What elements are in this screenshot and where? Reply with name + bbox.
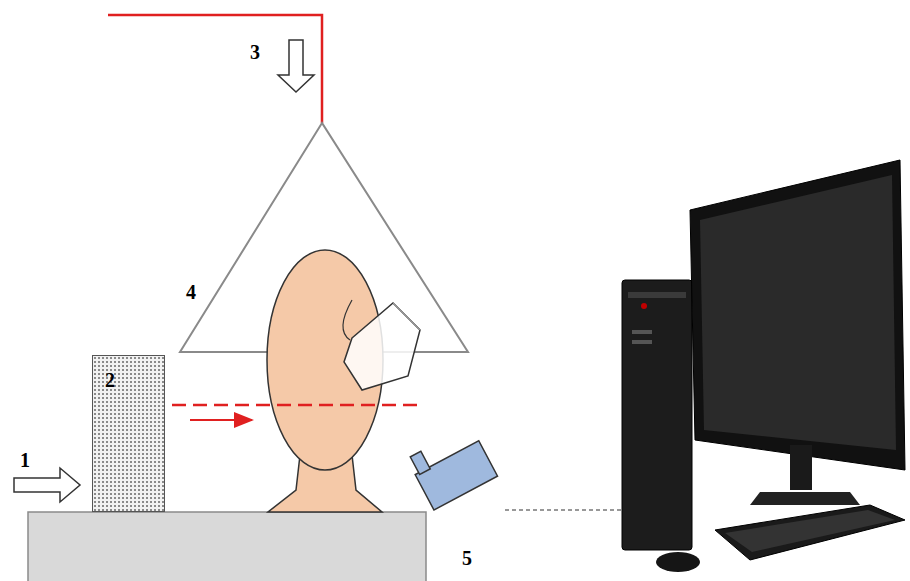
- data-cable: [505, 509, 622, 510]
- callout-number: 5: [462, 548, 472, 568]
- source-box: 2: [92, 355, 165, 512]
- camera: [407, 425, 498, 510]
- laser-beam: [172, 404, 420, 407]
- callout-number: 2: [105, 370, 115, 390]
- flow-arrow: [14, 468, 80, 502]
- mask-strap: [343, 300, 352, 340]
- callout-number: 4: [186, 282, 196, 302]
- flow-arrow: [278, 40, 314, 92]
- respirator-mask: [344, 303, 420, 390]
- mask-edge: [393, 303, 420, 330]
- computer: [622, 160, 905, 572]
- supply-line: [108, 15, 322, 123]
- table: [28, 512, 426, 581]
- callout-number: 3: [250, 42, 260, 62]
- callout-number: 1: [20, 450, 30, 470]
- beam-direction-arrow: [190, 419, 252, 421]
